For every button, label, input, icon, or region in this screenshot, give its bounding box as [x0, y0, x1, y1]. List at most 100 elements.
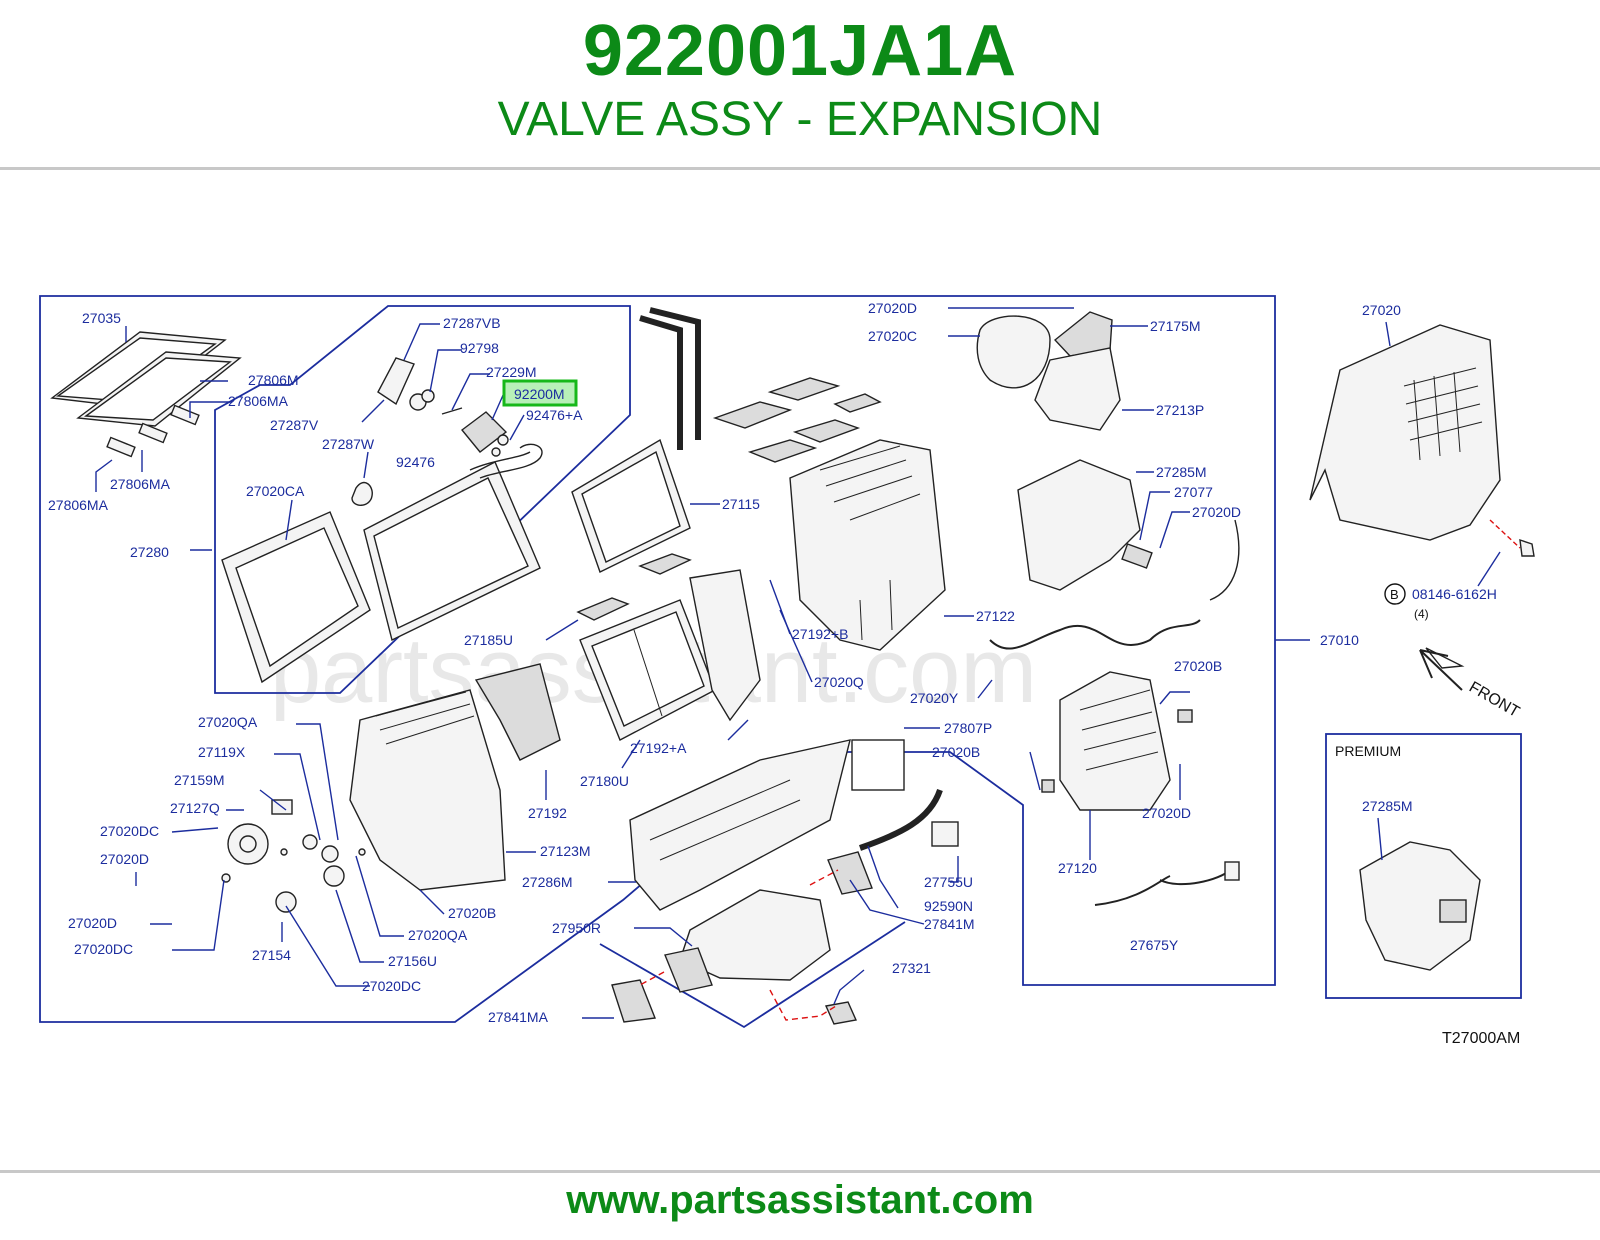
evaporator-core-illustration — [221, 443, 543, 684]
highlighted-part-box — [502, 379, 578, 407]
callout[interactable]: 27115 — [722, 496, 760, 512]
callout[interactable]: 27156U — [388, 953, 437, 969]
callout[interactable]: 27806MA — [228, 393, 289, 409]
filter-frame-illustration — [50, 331, 242, 458]
bolt-callout: B 08146-6162H (4) — [1384, 583, 1497, 621]
callout[interactable]: 27020QA — [198, 714, 258, 730]
rear-duct-illustration — [611, 851, 873, 1025]
callout[interactable]: 27119X — [198, 744, 246, 760]
callout[interactable]: 27180U — [580, 773, 629, 789]
callout[interactable]: 27020D — [1192, 504, 1241, 520]
bolt-quantity: (4) — [1414, 607, 1429, 621]
callout[interactable]: 27192 — [528, 805, 567, 821]
callout[interactable]: 27077 — [1174, 484, 1213, 500]
callout[interactable]: 27321 — [892, 960, 931, 976]
callout[interactable]: 27229M — [486, 364, 537, 380]
header: 922001JA1A VALVE ASSY - EXPANSION — [0, 0, 1600, 168]
vent-grilles-illustration — [576, 377, 882, 621]
callout[interactable]: 27020DC — [100, 823, 159, 839]
callout[interactable]: 27035 — [82, 310, 121, 326]
callout[interactable]: 27807P — [944, 720, 992, 736]
callout[interactable]: 27127Q — [170, 800, 220, 816]
header-divider — [0, 167, 1600, 170]
callout[interactable]: 27020DC — [362, 978, 421, 994]
callout[interactable]: 27280 — [130, 544, 169, 560]
callout[interactable]: 27287W — [322, 436, 375, 452]
callout[interactable]: 27154 — [252, 947, 291, 963]
callout[interactable]: 27020QA — [408, 927, 468, 943]
callout[interactable]: 27950R — [552, 920, 601, 936]
duct-cover-illustration — [976, 311, 1121, 431]
callout[interactable]: 27192+A — [630, 740, 687, 756]
callout[interactable]: 27287VB — [443, 315, 501, 331]
callout-labels: 27035 27806M 27806MA 27806MA 27806MA 272… — [48, 300, 1401, 1025]
front-direction-label: FRONT — [1466, 679, 1522, 721]
expansion-valve-illustration — [351, 357, 509, 506]
callout[interactable]: 27020CA — [246, 483, 305, 499]
inset-title: PREMIUM — [1335, 743, 1401, 759]
callout[interactable]: 27175M — [1150, 318, 1201, 334]
callout[interactable]: 27020B — [1174, 658, 1222, 674]
part-name-subtitle: VALVE ASSY - EXPANSION — [497, 93, 1103, 146]
callout[interactable]: 92798 — [460, 340, 499, 356]
callout[interactable]: 27020Y — [910, 690, 959, 706]
callout[interactable]: 27010 — [1320, 632, 1359, 648]
callout[interactable]: 27020D — [68, 915, 117, 931]
upper-case-illustration — [789, 439, 946, 651]
callout[interactable]: 92476 — [396, 454, 435, 470]
callout[interactable]: 27020C — [868, 328, 917, 344]
lower-duct-illustration — [629, 739, 851, 911]
part-number-title: 922001JA1A — [582, 11, 1018, 91]
callout[interactable]: 27286M — [522, 874, 573, 890]
premium-inset-frame — [1325, 733, 1522, 999]
callout[interactable]: 27806M — [248, 372, 299, 388]
callout[interactable]: 27841MA — [488, 1009, 549, 1025]
callout[interactable]: 27287V — [270, 417, 319, 433]
blower-housing-illustration — [579, 569, 761, 741]
callout[interactable]: 27806MA — [48, 497, 109, 513]
evaporator-subframe — [214, 305, 631, 694]
callout[interactable]: 27020B — [932, 744, 980, 760]
callout[interactable]: 27806MA — [110, 476, 171, 492]
callout[interactable]: 27020D — [1142, 805, 1191, 821]
callout[interactable]: 27675Y — [1130, 937, 1179, 953]
bolt-marker-circle — [1384, 583, 1406, 605]
callout[interactable]: 27120 — [1058, 860, 1097, 876]
leader-lines — [95, 307, 1501, 1019]
bolt-part-number[interactable]: 08146-6162H — [1412, 586, 1497, 602]
callout[interactable]: 92476+A — [526, 407, 583, 423]
actuator-parts-illustration — [221, 799, 366, 913]
heater-unit-assembly-illustration — [1309, 324, 1535, 691]
footer-website-link[interactable]: www.partsassistant.com — [566, 1178, 1034, 1222]
callout[interactable]: 92590N — [924, 898, 973, 914]
callout-highlighted[interactable]: 92200M — [514, 386, 565, 402]
callout[interactable]: 27192+B — [792, 626, 848, 642]
harness-illustration — [989, 619, 1240, 906]
heater-core-illustration — [571, 307, 701, 573]
callout[interactable]: 27185U — [464, 632, 513, 648]
footer-divider — [0, 1170, 1600, 1173]
callout[interactable]: 27020B — [448, 905, 496, 921]
diagram-code: T27000AM — [1442, 1030, 1520, 1047]
callout[interactable]: 27285M — [1156, 464, 1207, 480]
callout[interactable]: 27213P — [1156, 402, 1204, 418]
duct-subframe — [599, 921, 906, 1029]
callout[interactable]: 27020Q — [814, 674, 864, 690]
mode-case-illustration — [1041, 671, 1193, 811]
air-mix-case-illustration — [1017, 459, 1240, 601]
callout[interactable]: 27122 — [976, 608, 1015, 624]
callout[interactable]: 27755U — [924, 874, 973, 890]
callout[interactable]: 27159M — [174, 772, 225, 788]
lower-case-illustration — [349, 663, 561, 891]
premium-case-illustration — [1359, 841, 1481, 971]
callout[interactable]: 27841M — [924, 916, 975, 932]
callout[interactable]: 27020 — [1362, 302, 1401, 318]
callout[interactable]: 27020DC — [74, 941, 133, 957]
inset-callout[interactable]: 27285M — [1362, 798, 1413, 814]
aspirator-hose-illustration — [851, 739, 959, 851]
bolt-marker-letter: B — [1390, 587, 1399, 602]
callout[interactable]: 27020D — [100, 851, 149, 867]
callout[interactable]: 27123M — [540, 843, 591, 859]
callout[interactable]: 27020D — [868, 300, 917, 316]
